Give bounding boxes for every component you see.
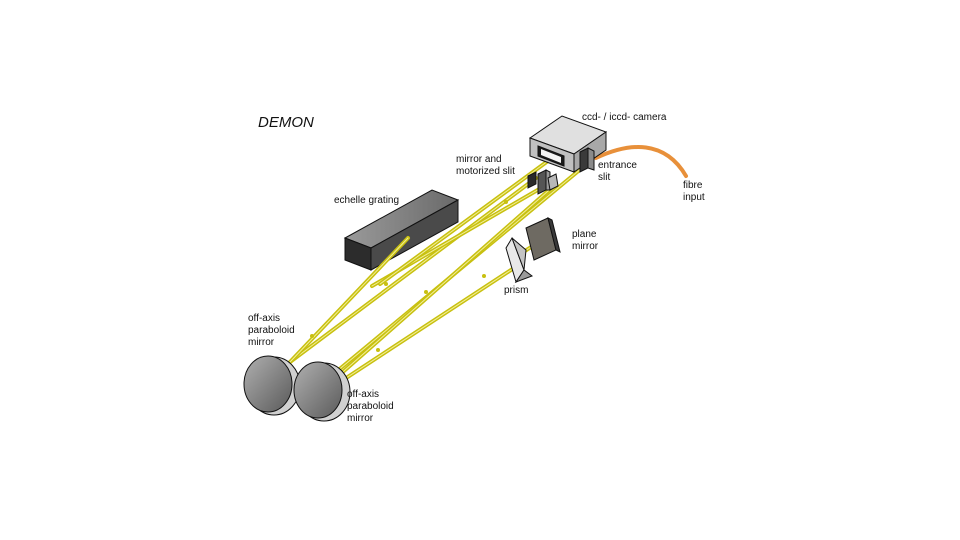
plane-mirror-label: plane mirror bbox=[572, 229, 598, 253]
fibre-input-label-line2: input bbox=[683, 192, 705, 203]
diagram-title: DEMON bbox=[258, 114, 314, 131]
prism-label: prism bbox=[504, 285, 529, 296]
oap2-label: off-axis paraboloid mirror bbox=[347, 389, 394, 425]
fibre-input-label: fibre input bbox=[683, 180, 705, 204]
beam-marker bbox=[424, 290, 428, 294]
echelle-grating-label: echelle grating bbox=[334, 195, 400, 206]
oap1-label-line3: mirror bbox=[248, 337, 275, 348]
mirror-slit-label-line1: mirror and bbox=[456, 154, 502, 165]
beam-oap2-to-prism bbox=[338, 266, 516, 384]
mirror-slit-label-line2: motorized slit bbox=[456, 166, 515, 177]
entrance-slit-label: entrance slit bbox=[598, 160, 637, 184]
beam-marker bbox=[376, 348, 380, 352]
prism bbox=[505, 236, 534, 284]
motorized-slit-mirror bbox=[527, 169, 559, 195]
beam-marker bbox=[482, 274, 486, 278]
oap2-label-line2: paraboloid bbox=[347, 401, 394, 412]
entrance-slit-label-line2: slit bbox=[598, 172, 611, 183]
entrance-slit-label-line1: entrance bbox=[598, 160, 637, 171]
beam-marker bbox=[504, 200, 508, 204]
oap1-label-line2: paraboloid bbox=[248, 325, 295, 336]
beam-mirror-to-camera bbox=[378, 156, 554, 286]
mirror-slit-label: mirror and motorized slit bbox=[456, 154, 515, 178]
oap1-label: off-axis paraboloid mirror bbox=[248, 313, 295, 349]
plane-mirror bbox=[525, 217, 561, 261]
fibre-cable bbox=[594, 145, 688, 178]
entrance-slit bbox=[579, 147, 595, 173]
oap1-label-line1: off-axis bbox=[248, 313, 281, 324]
oap2-label-line1: off-axis bbox=[347, 389, 380, 400]
beam-marker bbox=[384, 282, 388, 286]
beam-oap2-to-slit bbox=[334, 182, 558, 380]
off-axis-mirror-2 bbox=[293, 361, 351, 422]
beam-oap1-to-motorized-slit bbox=[288, 176, 538, 364]
camera-label: ccd- / iccd- camera bbox=[582, 112, 667, 123]
oap2-label-line3: mirror bbox=[347, 413, 374, 424]
beam-marker bbox=[310, 334, 314, 338]
off-axis-mirror-1 bbox=[243, 355, 301, 416]
beam-oap1-to-echelle bbox=[288, 236, 410, 364]
plane-mirror-label-line2: mirror bbox=[572, 241, 599, 252]
plane-mirror-label-line1: plane bbox=[572, 229, 597, 240]
fibre-input-label-line1: fibre bbox=[683, 180, 703, 191]
